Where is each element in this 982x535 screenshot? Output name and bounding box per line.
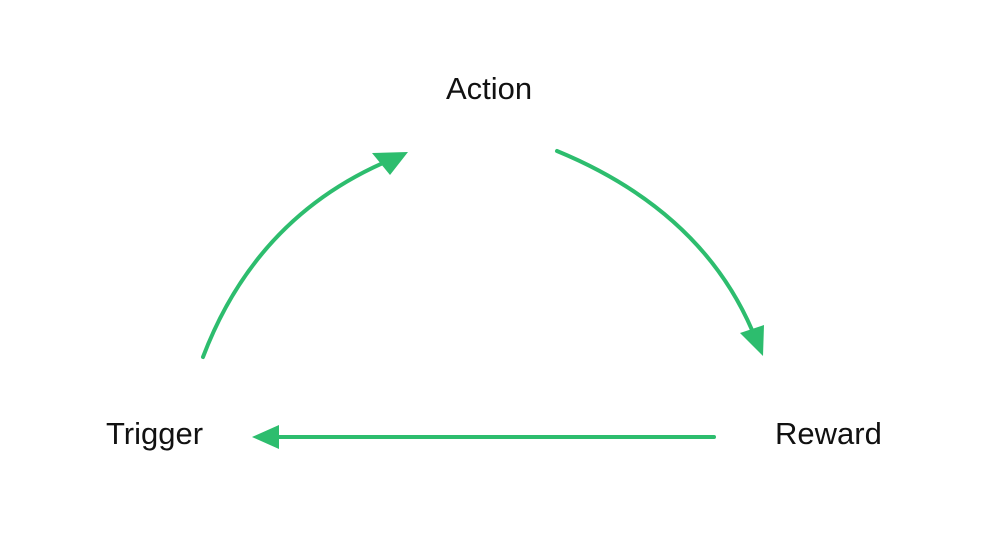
arrowhead-trigger-to-action	[372, 152, 408, 175]
arrow-trigger-to-action	[201, 161, 385, 359]
arrowhead-action-to-reward	[740, 325, 764, 356]
arrow-action-to-reward	[555, 149, 754, 332]
node-action-label: Action	[446, 71, 533, 106]
arrowhead-reward-to-trigger	[252, 425, 279, 449]
node-trigger-label: Trigger	[106, 416, 204, 451]
node-reward-label: Reward	[775, 416, 882, 451]
